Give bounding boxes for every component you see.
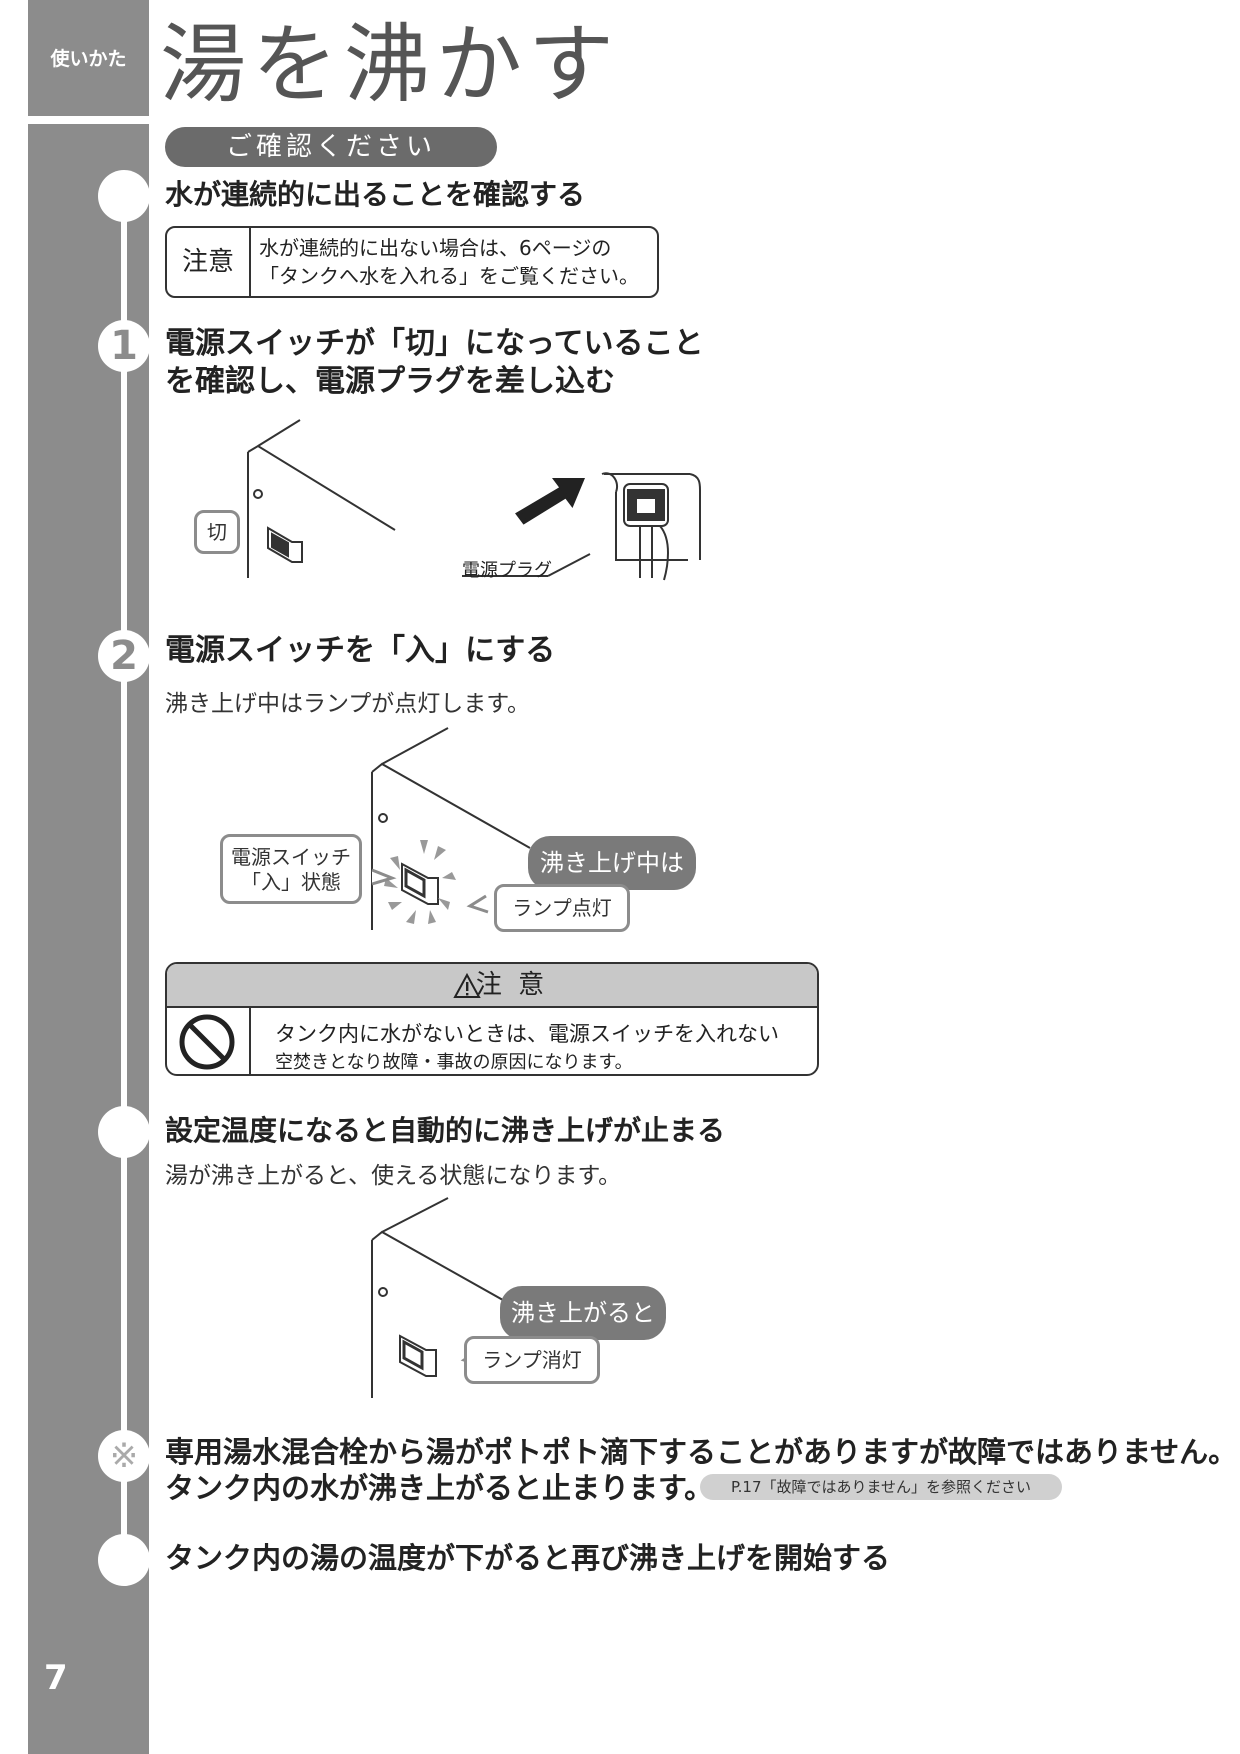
note-label: 注意 xyxy=(167,228,251,296)
step-1-heading-line-2: を確認し、電源プラグを差し込む xyxy=(165,364,615,399)
page-number: 7 xyxy=(44,1658,68,1698)
step-1-heading-line-1: 電源スイッチが「切」になっていること xyxy=(165,326,704,361)
lamp-on-callout: ランプ点灯 xyxy=(494,884,630,932)
outlet-drawing xyxy=(462,472,701,581)
warning-triangle-icon xyxy=(453,972,481,998)
sidebar-header-block xyxy=(28,0,149,116)
note-box: 注意 水が連続的に出ない場合は、6ページの 「タンクへ水を入れる」をご覧ください… xyxy=(165,226,659,298)
switch-on-callout: 電源スイッチ 「入」状態 xyxy=(220,834,362,904)
switch-on-label-line-2: 「入」状態 xyxy=(241,870,341,894)
section-tag: 使いかた xyxy=(50,48,127,70)
note-text: 水が連続的に出ない場合は、6ページの 「タンクへ水を入れる」をご覧ください。 xyxy=(259,234,639,290)
caution-line-1: タンク内に水がないときは、電源スイッチを入れない xyxy=(275,1022,779,1046)
precheck-heading: 水が連続的に出ることを確認する xyxy=(165,178,586,211)
caution-line-2: 空焚きとなり故障・事故の原因になります。 xyxy=(275,1052,633,1073)
step-2-marker: 2 xyxy=(98,630,150,682)
auto-stop-body: 湯が沸き上がると、使える状態になります。 xyxy=(165,1163,622,1189)
step-2-heading: 電源スイッチを「入」にする xyxy=(165,633,556,668)
auto-stop-heading: 設定温度になると自動的に沸き上げが止まる xyxy=(165,1114,726,1147)
note-mark-icon: ※ xyxy=(98,1430,150,1482)
caution-header: 注 意 xyxy=(167,964,817,1008)
step-1-marker: 1 xyxy=(98,320,150,372)
heated-status-badge: 沸き上がると xyxy=(500,1286,666,1340)
lamp-off-callout: ランプ消灯 xyxy=(464,1336,600,1384)
switch-on-label-line-1: 電源スイッチ xyxy=(231,845,351,869)
note-line-2: 「タンクへ水を入れる」をご覧ください。 xyxy=(259,264,639,288)
tank-drawing xyxy=(247,419,396,578)
arrow-icon xyxy=(515,478,585,525)
note-line-1: 水が連続的に出ない場合は、6ページの xyxy=(259,236,612,260)
caution-title: 注 意 xyxy=(475,970,549,1000)
caution-icon-cell xyxy=(167,1008,251,1074)
prohibited-icon xyxy=(179,1014,235,1070)
reference-link[interactable]: P.17「故障ではありません」を参照ください xyxy=(700,1474,1062,1500)
timeline-dot xyxy=(98,1106,150,1158)
note-line-1: 専用湯水混合栓から湯がポトポト滴下することがありますが故障ではありません。 xyxy=(165,1435,1238,1469)
heating-status-badge: 沸き上げ中は xyxy=(528,836,696,890)
step-2-body: 沸き上げ中はランプが点灯します。 xyxy=(165,691,531,717)
sidebar-column xyxy=(28,124,149,1754)
switch-off-callout: 切 xyxy=(194,510,240,554)
plug-label: 電源プラグ xyxy=(462,560,552,581)
note-line-2: タンク内の水が沸き上がると止まります。 xyxy=(165,1471,714,1505)
lamp-glow-icon xyxy=(384,840,456,924)
timeline-dot xyxy=(98,1534,150,1586)
page-title: 湯を沸かす xyxy=(160,15,620,115)
timeline-line xyxy=(121,190,127,1560)
caution-box: 注 意 タンク内に水がないときは、電源スイッチを入れない 空焚きとなり故障・事故… xyxy=(165,962,819,1076)
confirm-heading: ご確認ください xyxy=(165,127,497,167)
timeline-dot xyxy=(98,170,150,222)
switch-off-label: 切 xyxy=(207,520,227,544)
restart-heading: タンク内の湯の温度が下がると再び沸き上げを開始する xyxy=(165,1541,891,1575)
